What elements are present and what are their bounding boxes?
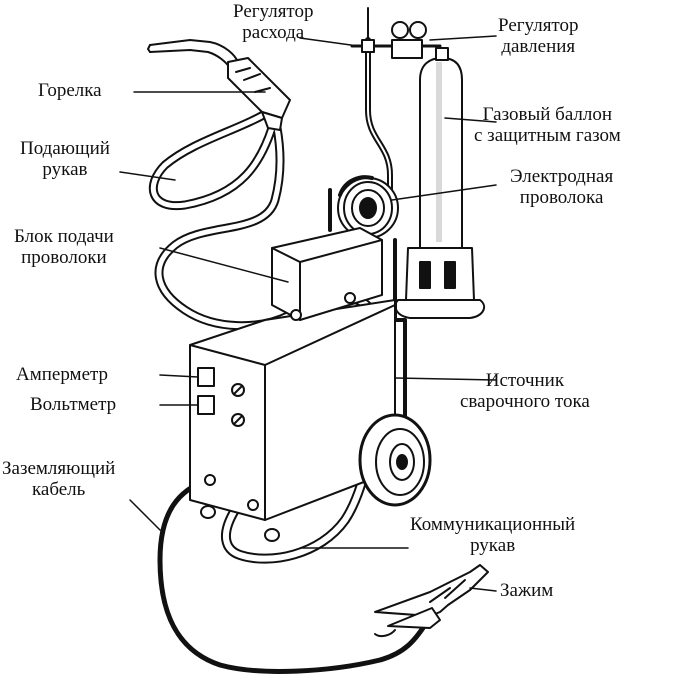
power-source-drawing xyxy=(189,299,396,542)
label-torch: Горелка xyxy=(38,80,102,101)
wire-feeder-drawing xyxy=(271,227,383,321)
wheel-drawing xyxy=(358,413,432,507)
label-voltmeter: Вольтметр xyxy=(30,394,117,415)
trolley-frame-drawing xyxy=(328,188,407,472)
label-clamp: Зажим xyxy=(500,580,554,601)
torch-drawing xyxy=(147,39,291,131)
regulators-drawing xyxy=(350,7,442,59)
feed-hose-drawing xyxy=(148,105,295,331)
leader-lines xyxy=(119,35,497,592)
label-ammeter: Амперметр xyxy=(16,364,109,385)
clamp-drawing xyxy=(374,564,489,638)
wire-spool-drawing xyxy=(337,175,399,239)
gas-cylinder-drawing xyxy=(394,47,486,319)
ground-cable-drawing xyxy=(157,477,428,674)
